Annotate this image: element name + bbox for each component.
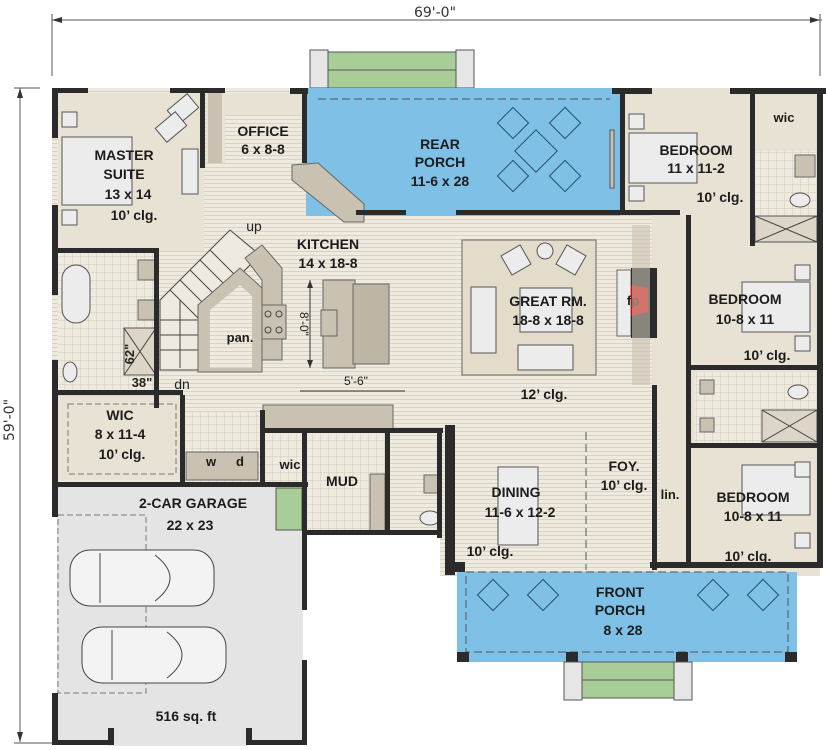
mud-label: MUD <box>326 473 358 489</box>
pantry-label: pan. <box>227 330 254 345</box>
kitchen-size: 14 x 18-8 <box>298 255 357 271</box>
master-suite-size: 13 x 14 <box>105 186 152 202</box>
office-name: OFFICE <box>237 123 288 139</box>
bathtub <box>61 264 91 324</box>
dining-ceiling: 10’ clg. <box>467 543 514 559</box>
foyer-ceiling: 10’ clg. <box>601 477 648 493</box>
master-wic-name: WIC <box>106 407 133 423</box>
kitchen-counter-row <box>262 404 394 430</box>
garage <box>57 487 303 742</box>
rear-porch-name-2: PORCH <box>415 154 466 170</box>
front-porch-name-1: FRONT <box>596 584 645 600</box>
mud-wic <box>265 432 305 482</box>
dining-name: DINING <box>492 484 541 500</box>
width-dimension: 69'-0" <box>51 5 822 76</box>
bedroom-1-wic <box>755 93 817 151</box>
shower-depth-dim: 62" <box>122 344 137 365</box>
rear-porch-size: 11-6 x 28 <box>411 173 470 189</box>
dryer-label: d <box>236 454 244 469</box>
master-suite-name-2: SUITE <box>103 166 144 182</box>
shower-width-dim: 38" <box>132 375 153 390</box>
stairs-up-label: up <box>246 218 262 234</box>
bedroom-3-ceiling: 10’ clg. <box>725 548 772 564</box>
great-room-name: GREAT RM. <box>509 293 587 309</box>
bedroom-2-name: BEDROOM <box>708 291 781 307</box>
dining-size: 11-6 x 12-2 <box>485 504 556 520</box>
sofa <box>470 286 497 354</box>
bedroom-3-name: BEDROOM <box>716 489 789 505</box>
car-2 <box>81 626 227 684</box>
rear-steps <box>309 49 475 89</box>
bedroom-1-ceiling: 10’ clg. <box>697 189 744 205</box>
mud-wic-label: wic <box>279 457 301 472</box>
bedroom-1-name: BEDROOM <box>659 142 732 158</box>
depth-dimension: 59'-0" <box>2 87 100 744</box>
kitchen-name: KITCHEN <box>297 236 359 252</box>
garage-name: 2-CAR GARAGE <box>139 495 247 511</box>
rear-porch-name-1: REAR <box>420 136 460 152</box>
office-size: 6 x 8-8 <box>241 141 285 157</box>
depth-label: 59'-0" <box>2 399 18 441</box>
bedroom-1-wic-label: wic <box>773 110 795 125</box>
master-suite-ceiling: 10’ clg. <box>111 207 158 223</box>
front-porch-name-2: PORCH <box>595 602 646 618</box>
master-wic-size: 8 x 11-4 <box>95 426 146 442</box>
great-room-ceiling: 12’ clg. <box>521 386 568 402</box>
rear-porch-furniture <box>496 106 582 193</box>
stairs-down-label: dn <box>174 376 190 392</box>
front-porch-furniture <box>476 578 780 612</box>
island-length-dim: 8'-0" <box>297 312 311 336</box>
width-label: 69'-0" <box>414 5 456 21</box>
washer-label: w <box>205 454 217 469</box>
bedroom-2-ceiling: 10’ clg. <box>744 347 791 363</box>
dining-table <box>497 466 539 546</box>
front-steps <box>563 661 693 701</box>
bedroom-1-size: 11 x 11-2 <box>667 160 725 176</box>
front-porch-size: 8 x 28 <box>604 622 643 638</box>
foyer-name: FOY. <box>608 458 639 474</box>
island-width-dim: 5'-6" <box>344 374 368 388</box>
master-suite-name-1: MASTER <box>94 147 153 163</box>
kitchen-bar-counter <box>291 162 365 223</box>
car-1 <box>69 549 215 607</box>
master-wic-ceiling: 10’ clg. <box>99 446 146 462</box>
garage-size: 22 x 23 <box>167 517 214 533</box>
great-room-size: 18-8 x 18-8 <box>512 312 584 328</box>
master-bed <box>61 136 133 206</box>
front-porch <box>457 572 797 662</box>
walls <box>52 88 826 745</box>
rear-porch <box>306 88 620 216</box>
linen-label: lin. <box>661 487 680 502</box>
garage-area: 516 sq. ft <box>156 708 217 724</box>
bedroom-3-size: 10-8 x 11 <box>724 508 783 524</box>
bedroom-2-size: 10-8 x 11 <box>716 311 775 327</box>
